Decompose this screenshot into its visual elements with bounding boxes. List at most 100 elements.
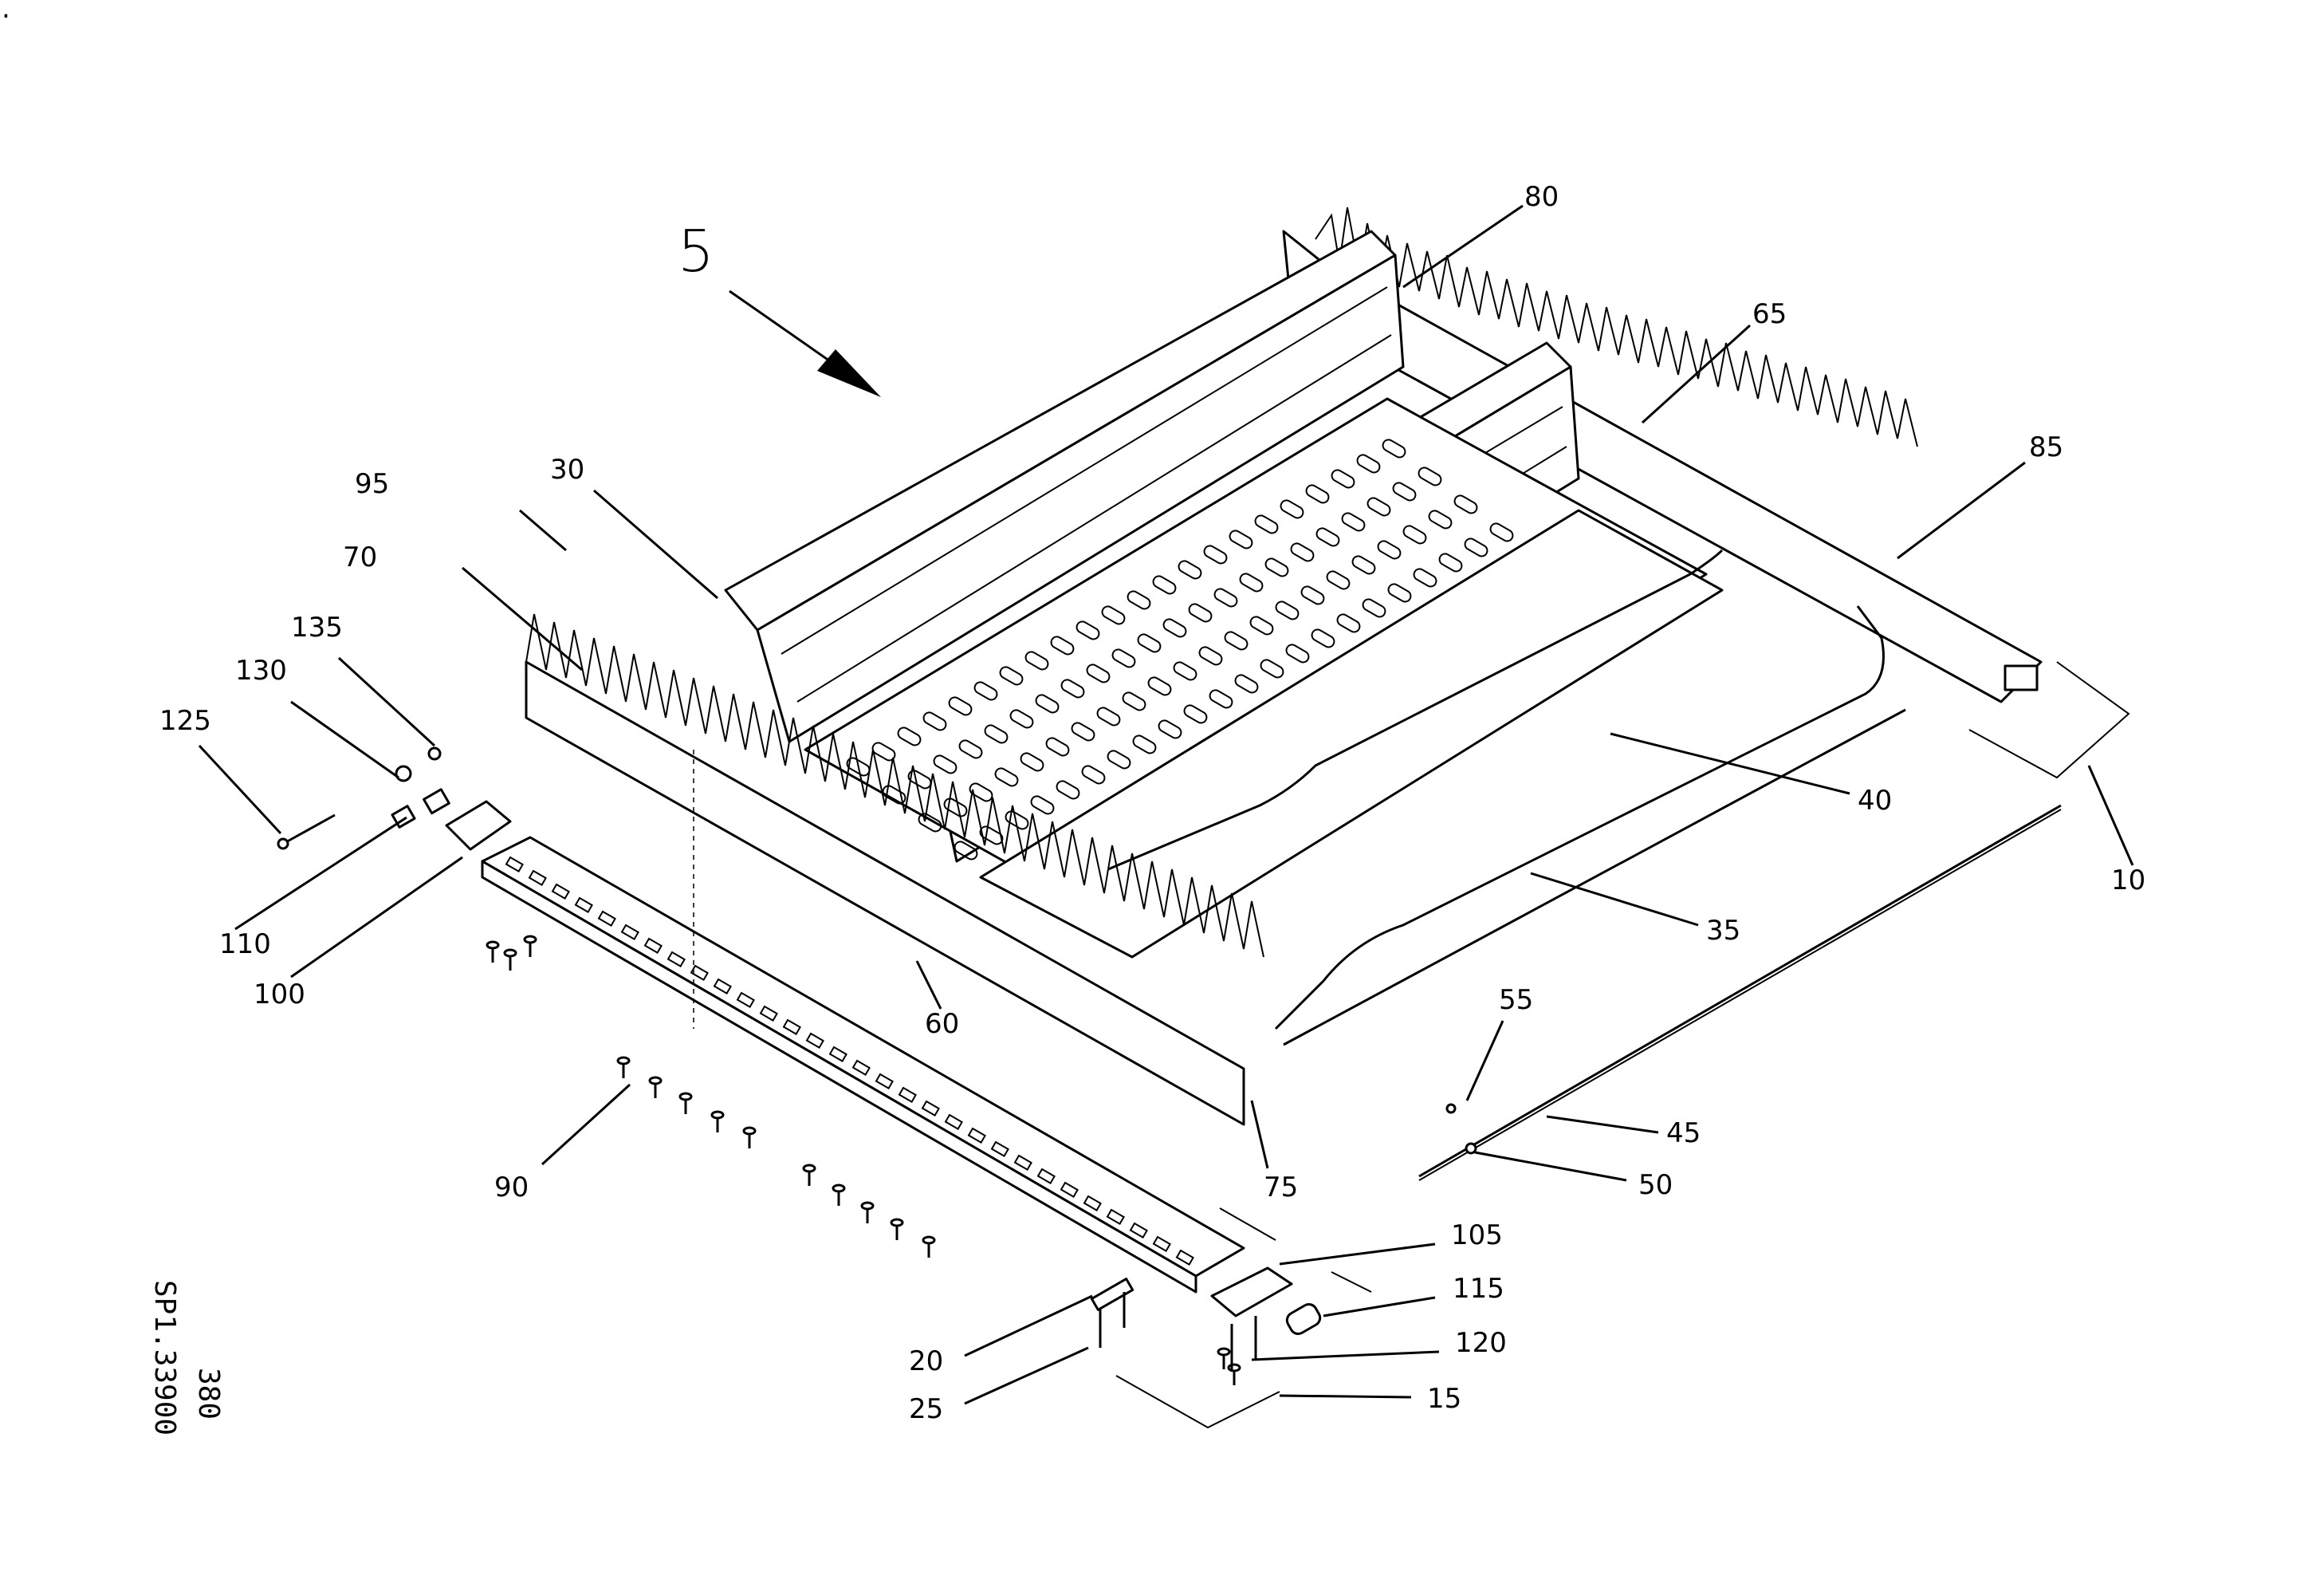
- floor-slot: [1147, 676, 1172, 696]
- floor-slot: [1341, 512, 1366, 532]
- screw-icon: [742, 1126, 757, 1148]
- rail-tooth: [1013, 1154, 1032, 1172]
- floor-slot: [1300, 585, 1325, 605]
- floor-slot: [1198, 646, 1223, 666]
- label-10: 10: [2111, 864, 2145, 896]
- label-15: 15: [1427, 1383, 1461, 1415]
- rail-tooth: [921, 1100, 940, 1117]
- floor-slot: [1060, 679, 1085, 699]
- screw-icon: [486, 940, 500, 963]
- label-80: 80: [1524, 181, 1559, 213]
- floor-slot: [897, 727, 922, 746]
- label-70: 70: [343, 542, 377, 573]
- floor-slot: [973, 681, 998, 701]
- rail-tooth: [1175, 1249, 1194, 1266]
- label-85: 85: [2029, 431, 2063, 463]
- label-90: 90: [494, 1172, 529, 1203]
- label-125: 125: [159, 705, 211, 737]
- drawing-code-line-1: SP1.33900: [148, 1280, 181, 1436]
- floor-slot: [1081, 765, 1106, 785]
- floor-slot: [1234, 674, 1259, 694]
- floor-slot: [1137, 633, 1162, 653]
- floor-slot: [1075, 620, 1100, 640]
- floor-slot: [871, 742, 896, 762]
- floor-slot: [1402, 525, 1427, 545]
- floor-slot: [1305, 484, 1330, 504]
- label-110: 110: [219, 928, 271, 960]
- label-115: 115: [1453, 1273, 1504, 1305]
- rail-tooth: [551, 883, 570, 900]
- floor-slot: [1311, 628, 1335, 648]
- rail-tooth: [690, 964, 709, 982]
- floor-slot: [943, 798, 968, 817]
- floor-slot: [1203, 545, 1228, 565]
- part-number-labels: 80 65 85 30 95 70 135 130 125 110 100 60…: [159, 181, 2145, 1425]
- label-55: 55: [1499, 984, 1533, 1016]
- label-50: 50: [1638, 1169, 1673, 1201]
- floor-slot: [1239, 573, 1264, 593]
- cutlery-holder-left: [724, 230, 1405, 743]
- floor-slot: [1315, 527, 1340, 547]
- screw-icon: [860, 1201, 875, 1223]
- small-ball-icon: [1445, 1103, 1457, 1114]
- label-105: 105: [1451, 1219, 1503, 1251]
- drawing-code-line-2: 380: [192, 1368, 225, 1420]
- floor-slot: [1024, 651, 1049, 671]
- floor-slot: [1438, 553, 1463, 573]
- floor-slot: [1275, 601, 1300, 620]
- floor-slot: [1188, 603, 1213, 623]
- rail-tooth: [805, 1032, 824, 1050]
- rail-tooth: [851, 1059, 871, 1077]
- floor-slot: [933, 754, 958, 774]
- label-65: 65: [1752, 298, 1787, 330]
- rail-tooth: [597, 910, 616, 927]
- floor-slot: [1035, 694, 1060, 714]
- floor-slot: [1392, 482, 1417, 502]
- floor-slot: [1264, 557, 1289, 577]
- rail-tooth: [1106, 1208, 1125, 1226]
- floor-slot: [1418, 467, 1442, 486]
- floor-slot: [1056, 780, 1080, 800]
- floor-slot: [1050, 636, 1075, 656]
- floor-slot: [954, 841, 978, 861]
- label-135: 135: [291, 612, 343, 644]
- drawing-code: SP1.33900 380: [148, 1280, 225, 1436]
- loose-rod: [1418, 804, 2062, 1181]
- label-75: 75: [1264, 1172, 1298, 1203]
- rail-tooth: [782, 1018, 801, 1036]
- floor-slot: [1382, 439, 1406, 459]
- floor-slot: [1362, 598, 1386, 618]
- screw-icon: [1217, 1347, 1231, 1369]
- rail-tooth: [898, 1086, 917, 1104]
- floor-slot: [1020, 752, 1044, 772]
- rail-tooth: [990, 1140, 1009, 1158]
- floor-slot: [999, 666, 1024, 686]
- screw-icon: [890, 1218, 904, 1240]
- label-45: 45: [1666, 1117, 1701, 1149]
- label-95: 95: [355, 468, 389, 500]
- floor-slot: [1229, 530, 1253, 549]
- screw-icon: [616, 1056, 631, 1078]
- floor-slot: [1336, 613, 1361, 633]
- floor-slot: [1086, 664, 1111, 683]
- screw-icon: [648, 1076, 663, 1098]
- floor-slot: [1213, 588, 1238, 608]
- label-100: 100: [254, 979, 305, 1010]
- rail-tooth: [944, 1113, 963, 1131]
- floor-slot: [1209, 689, 1233, 709]
- floor-slot: [958, 739, 983, 759]
- floor-slot: [1071, 722, 1095, 742]
- floor-slot: [1183, 704, 1208, 724]
- floor-slot: [1260, 659, 1284, 679]
- label-60: 60: [925, 1008, 959, 1040]
- floor-slot: [1045, 737, 1070, 757]
- wire-rods: [1107, 549, 1906, 1046]
- rail-tooth: [643, 937, 663, 955]
- floor-slot: [1009, 709, 1034, 729]
- rail-tooth: [620, 924, 639, 941]
- leader-lines: [198, 204, 2134, 1405]
- floor-slot: [918, 813, 942, 833]
- screw-icon: [503, 948, 517, 971]
- rod-clip-icon: [1465, 1142, 1477, 1155]
